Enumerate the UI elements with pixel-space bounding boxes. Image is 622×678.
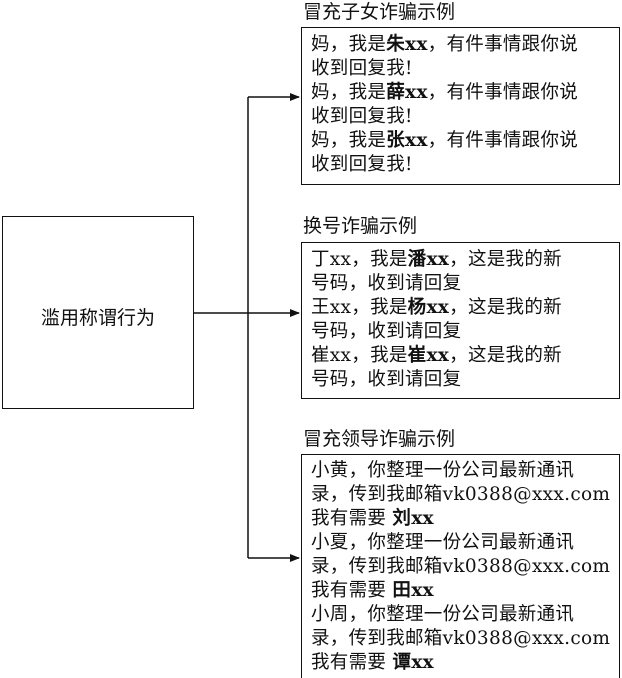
message-line: 录，传到我邮箱vk0388@xxx.com bbox=[311, 556, 611, 577]
group-title-number-change: 换号诈骗示例 bbox=[303, 215, 418, 237]
message: 小周，你整理一份公司最新通讯 录，传到我邮箱vk0388@xxx.com 我有需… bbox=[311, 603, 619, 675]
message: 崔xx，我是崔xx，这是我的新 号码，收到请回复 bbox=[311, 344, 619, 392]
message-line: 录，传到我邮箱vk0388@xxx.com bbox=[311, 484, 611, 505]
message-line: 号码，收到请回复 bbox=[311, 273, 462, 294]
message-line: 收到回复我! bbox=[311, 58, 413, 79]
impersonated-name: 杨xx bbox=[407, 297, 450, 318]
message: 王xx，我是杨xx，这是我的新 号码，收到请回复 bbox=[311, 296, 619, 344]
message: 小黄，你整理一份公司最新通讯 录，传到我邮箱vk0388@xxx.com 我有需… bbox=[311, 459, 619, 531]
group-title-impersonate-leader: 冒充领导诈骗示例 bbox=[303, 428, 456, 450]
group-box-number-change: 丁xx，我是潘xx，这是我的新 号码，收到请回复 王xx，我是杨xx，这是我的新… bbox=[301, 242, 620, 399]
impersonated-name: 潘xx bbox=[407, 249, 450, 270]
message-line: 号码，收到请回复 bbox=[311, 369, 462, 390]
message: 丁xx，我是潘xx，这是我的新 号码，收到请回复 bbox=[311, 248, 619, 296]
message-line: 妈，我是朱xx，有件事情跟你说 bbox=[311, 34, 579, 55]
group-box-impersonate-leader: 小黄，你整理一份公司最新通讯 录，传到我邮箱vk0388@xxx.com 我有需… bbox=[301, 454, 620, 678]
message-line: 王xx，我是杨xx，这是我的新 bbox=[311, 297, 562, 318]
message: 妈，我是张xx，有件事情跟你说 收到回复我! bbox=[311, 129, 619, 177]
impersonated-name: 张xx bbox=[386, 130, 428, 151]
message-line: 妈，我是薛xx，有件事情跟你说 bbox=[311, 82, 579, 103]
impersonated-name: 谭xx bbox=[392, 652, 434, 673]
source-label: 滥用称谓行为 bbox=[40, 307, 155, 329]
message-line: 我有需要 刘xx bbox=[311, 508, 434, 529]
message-line: 小夏，你整理一份公司最新通讯 bbox=[311, 532, 575, 553]
message-line: 妈，我是张xx，有件事情跟你说 bbox=[311, 130, 579, 151]
message-line: 小黄，你整理一份公司最新通讯 bbox=[311, 460, 575, 481]
message: 小夏，你整理一份公司最新通讯 录，传到我邮箱vk0388@xxx.com 我有需… bbox=[311, 531, 619, 603]
message-line: 号码，收到请回复 bbox=[311, 321, 462, 342]
message-line: 录，传到我邮箱vk0388@xxx.com bbox=[311, 628, 611, 649]
impersonated-name: 田xx bbox=[392, 580, 434, 601]
message-line: 我有需要 谭xx bbox=[311, 652, 434, 673]
impersonated-name: 刘xx bbox=[392, 508, 434, 529]
message-line: 收到回复我! bbox=[311, 154, 413, 175]
impersonated-name: 薛xx bbox=[386, 82, 428, 103]
message-line: 收到回复我! bbox=[311, 106, 413, 127]
message-line: 崔xx，我是崔xx，这是我的新 bbox=[311, 345, 562, 366]
group-title-impersonate-children: 冒充子女诈骗示例 bbox=[303, 1, 456, 23]
source-box: 滥用称谓行为 bbox=[2, 216, 194, 409]
impersonated-name: 朱xx bbox=[386, 34, 428, 55]
group-box-impersonate-children: 妈，我是朱xx，有件事情跟你说 收到回复我! 妈，我是薛xx，有件事情跟你说 收… bbox=[301, 27, 620, 185]
message-line: 小周，你整理一份公司最新通讯 bbox=[311, 604, 575, 625]
message: 妈，我是朱xx，有件事情跟你说 收到回复我! bbox=[311, 33, 619, 81]
message: 妈，我是薛xx，有件事情跟你说 收到回复我! bbox=[311, 81, 619, 129]
impersonated-name: 崔xx bbox=[407, 345, 450, 366]
message-line: 我有需要 田xx bbox=[311, 580, 434, 601]
message-line: 丁xx，我是潘xx，这是我的新 bbox=[311, 249, 562, 270]
